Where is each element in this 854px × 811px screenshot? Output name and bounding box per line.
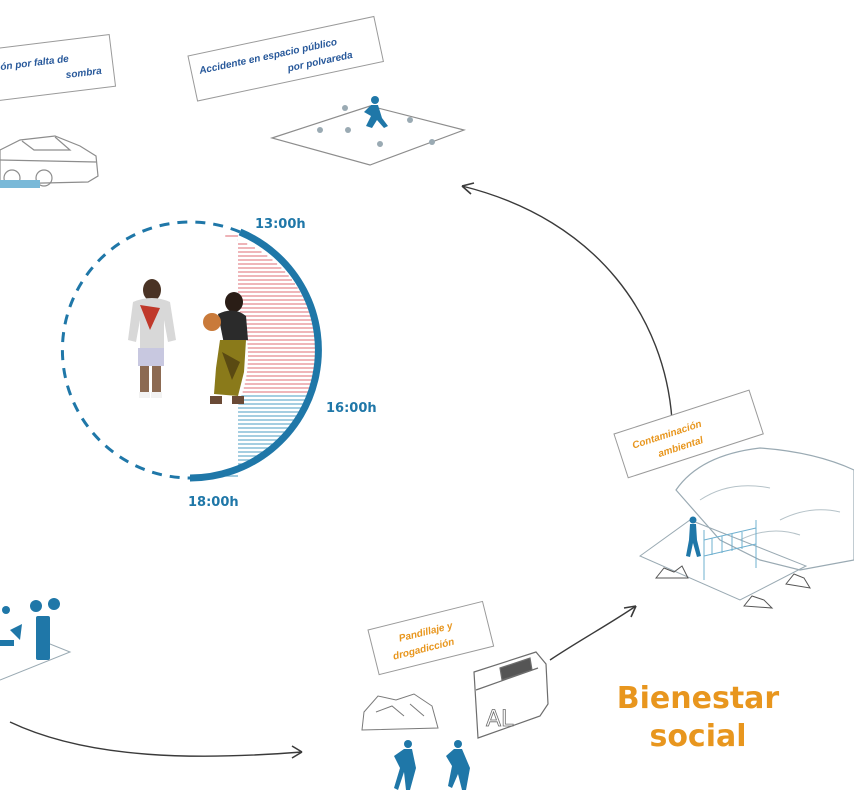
car-illustration <box>0 135 99 187</box>
card-shade-line2: sombra <box>65 66 103 81</box>
time-label-mid: 16:00h <box>326 401 377 416</box>
fighting-figures <box>394 740 470 790</box>
card-vandalism-box <box>367 600 495 676</box>
trash-pile <box>361 693 439 731</box>
time-label-start: 13:00h <box>255 217 306 232</box>
ring-stripes <box>225 235 318 477</box>
field-illustration <box>269 96 467 166</box>
dump-illustration <box>638 447 854 609</box>
headline-line2: social <box>649 719 746 754</box>
card-shade: ón por falta de sombra <box>0 34 117 103</box>
cycle-arrow-right <box>461 185 673 421</box>
park-illustration <box>0 598 72 681</box>
card-dust-box <box>187 15 385 102</box>
card-dust: Accidente en espacio público por polvare… <box>187 15 385 102</box>
card-shade-box <box>0 34 117 103</box>
card-vandalism: Pandillaje y drogadicción <box>367 600 495 676</box>
volley-player-icon <box>686 516 701 557</box>
card-contamination-box <box>613 389 764 479</box>
card-contamination: Contaminación ambiental <box>613 389 764 479</box>
player-icon <box>364 96 388 128</box>
person-right <box>203 292 248 404</box>
graffiti-wall: AL <box>473 651 549 739</box>
cycle-arrow-mid <box>549 605 637 661</box>
rubble-piles <box>654 565 811 609</box>
cycle-arrow-bottom-head <box>291 745 303 759</box>
shadow-strip <box>0 180 40 188</box>
person-left <box>128 279 176 398</box>
cycle-arrow-right-head <box>461 182 475 195</box>
people-figures <box>128 279 248 404</box>
ring-solid-arc <box>189 228 322 482</box>
time-label-end: 18:00h <box>188 495 239 510</box>
cycle-arrow-bottom <box>9 721 303 757</box>
time-ring: 13:00h 16:00h 18:00h <box>60 217 377 510</box>
ring-dashed-arc <box>60 220 241 480</box>
volleyball-net <box>703 520 757 580</box>
graffiti-tag: AL <box>486 707 514 732</box>
cycle-arrow-mid-head <box>623 605 637 618</box>
headline-line1: Bienestar <box>617 681 780 716</box>
